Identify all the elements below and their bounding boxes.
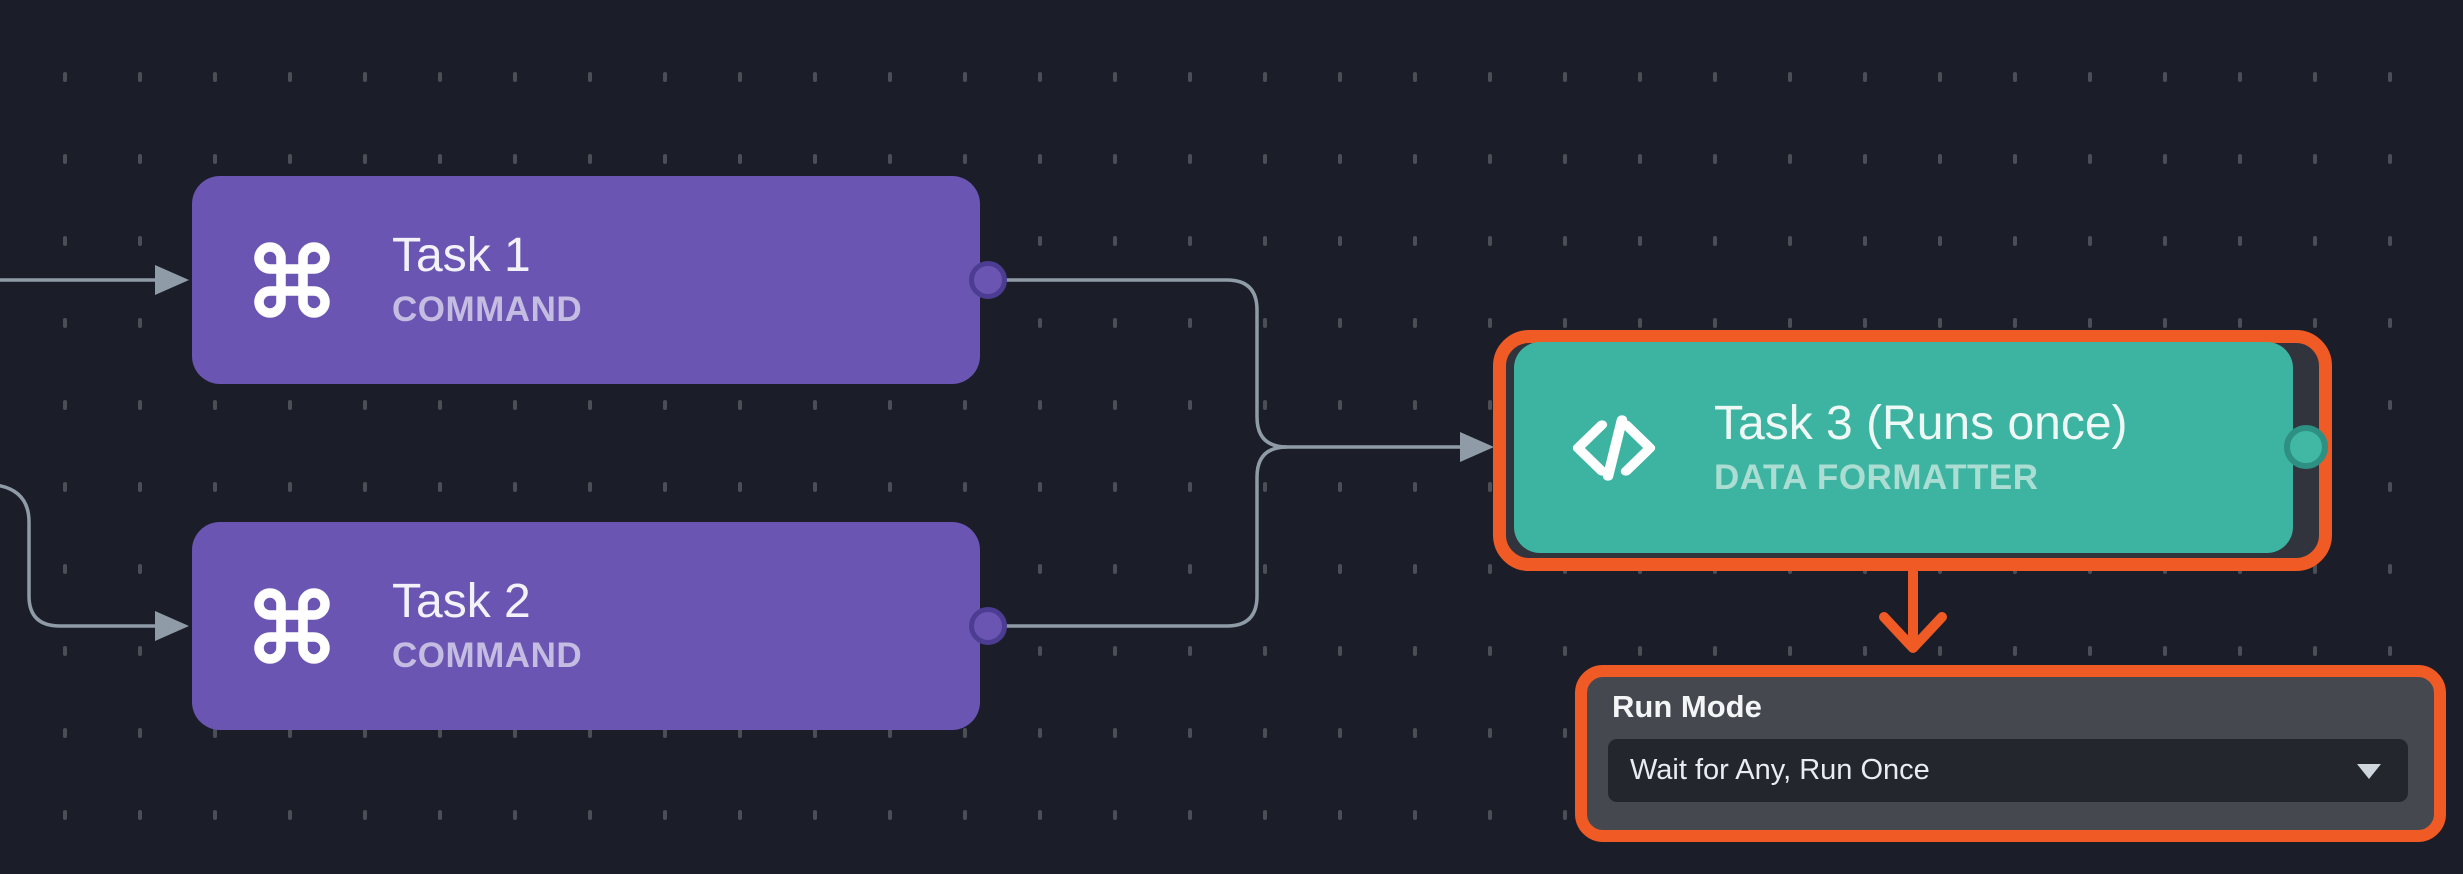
chevron-down-icon bbox=[2357, 763, 2381, 779]
task1-output-port[interactable] bbox=[969, 261, 1007, 299]
run-mode-selected-value: Wait for Any, Run Once bbox=[1630, 754, 1930, 786]
run-mode-panel: Run Mode Wait for Any, Run Once bbox=[1575, 665, 2446, 842]
task3-output-port[interactable] bbox=[2284, 425, 2328, 469]
command-icon bbox=[244, 236, 340, 324]
node-task2[interactable]: Task 2 COMMAND bbox=[192, 522, 980, 730]
command-icon bbox=[244, 582, 340, 670]
node-title: Task 3 (Runs once) bbox=[1714, 396, 2128, 450]
code-icon bbox=[1566, 408, 1662, 488]
node-subtitle: COMMAND bbox=[392, 636, 583, 675]
node-task1[interactable]: Task 1 COMMAND bbox=[192, 176, 980, 384]
node-subtitle: COMMAND bbox=[392, 290, 583, 329]
edge-task1-out bbox=[988, 278, 1288, 449]
edge-into-task2 bbox=[0, 484, 157, 628]
selection-pointer-arrowhead-icon bbox=[1879, 612, 1947, 653]
edge-task2-out bbox=[988, 445, 1288, 628]
arrowhead-task2 bbox=[155, 611, 189, 641]
arrowhead-task1 bbox=[155, 265, 189, 295]
node-subtitle: DATA FORMATTER bbox=[1714, 457, 2039, 497]
arrowhead-task3 bbox=[1460, 432, 1494, 462]
node-title: Task 1 bbox=[392, 229, 531, 282]
task3-selection-frame: Task 3 (Runs once) DATA FORMATTER bbox=[1493, 330, 2332, 571]
run-mode-select[interactable]: Wait for Any, Run Once bbox=[1608, 739, 2408, 802]
node-task3[interactable]: Task 3 (Runs once) DATA FORMATTER bbox=[1514, 342, 2293, 553]
task2-output-port[interactable] bbox=[969, 607, 1007, 645]
node-title: Task 2 bbox=[392, 575, 531, 628]
run-mode-label: Run Mode bbox=[1612, 689, 1762, 724]
